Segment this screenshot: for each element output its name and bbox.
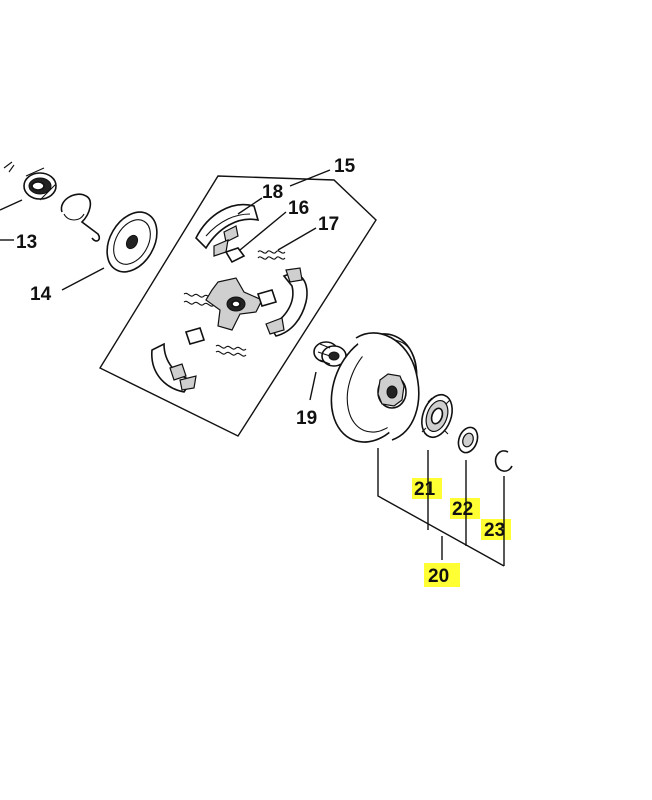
part-23-e-clip	[494, 450, 513, 472]
label-21: 21	[414, 479, 436, 500]
leader-17	[277, 227, 317, 251]
part-21-rim-sprocket	[421, 393, 453, 439]
leader-18	[237, 197, 263, 215]
part-20-clutch-drum	[330, 332, 420, 443]
label-18: 18	[262, 182, 283, 203]
clutch-clip-lower	[184, 327, 206, 345]
assembly-frame-15	[99, 175, 377, 437]
leader-15	[289, 169, 331, 187]
part-17-spring	[257, 250, 286, 260]
part-18-clutch-shoe-top	[195, 203, 260, 257]
bracket-20	[377, 448, 505, 567]
label-15: 15	[334, 156, 356, 177]
leader-14	[61, 267, 105, 291]
label-20: 20	[428, 566, 449, 587]
clutch-shoe-right	[265, 267, 308, 337]
leader-19	[309, 371, 317, 401]
highlight-20	[424, 563, 460, 587]
label-19: 19	[296, 408, 317, 429]
part-13-spring-clip	[60, 193, 101, 242]
label-17: 17	[318, 214, 339, 235]
part-22-washer	[457, 426, 479, 454]
label-16: 16	[288, 198, 309, 219]
clutch-hub-spider	[205, 277, 263, 331]
highlight-21	[412, 478, 442, 499]
label-22: 22	[452, 499, 473, 520]
label-13: 13	[16, 232, 37, 253]
part-14-washer	[106, 211, 158, 273]
label-14: 14	[30, 284, 52, 305]
leader-16	[239, 211, 287, 251]
label-23: 23	[484, 520, 505, 541]
part-19-needle-bearing	[313, 341, 347, 367]
clutch-spring-bottom	[215, 344, 247, 357]
part-16-clip	[224, 247, 246, 264]
clutch-clip-middle	[256, 289, 278, 307]
clutch-shoe-bottom	[151, 342, 197, 393]
part-13-nut	[0, 161, 57, 211]
highlight-22	[450, 498, 480, 519]
